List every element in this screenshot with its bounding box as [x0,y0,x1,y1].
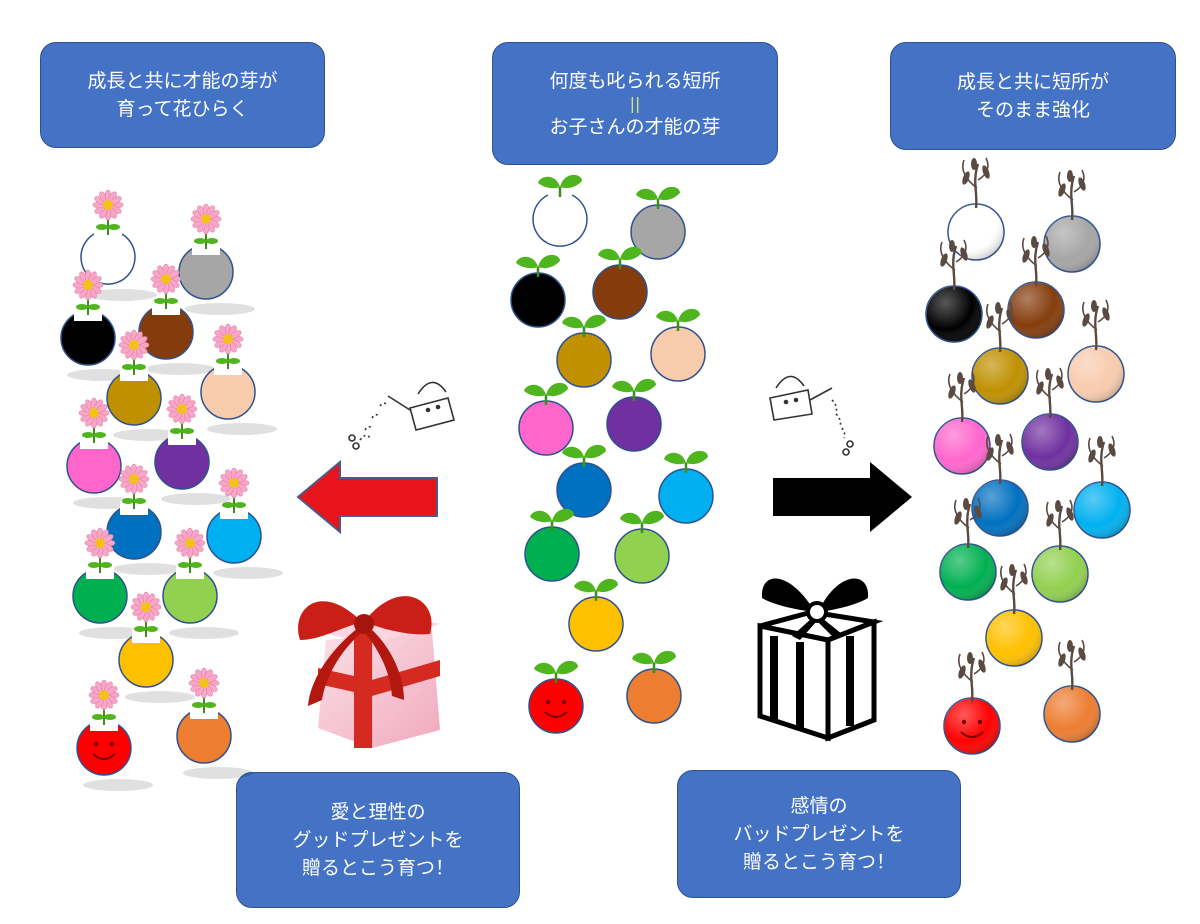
box-growth-talent-line2: 育って花ひらく [116,98,249,120]
box-growth-talent: 成長と共に才能の芽が 育って花ひらく [40,42,325,148]
box-growth-shortcoming-line1: 成長と共に短所が [956,71,1109,93]
box-bad-present: 感情の バッドプレゼントを 贈るとこう育つ！ [677,770,961,898]
box-good-present: 愛と理性の グッドプレゼントを 贈るとこう育つ！ [236,772,520,908]
pot-left-10 [206,467,283,579]
pot-right-14 [943,651,1001,755]
pot-right-13 [985,563,1043,667]
pot-right-15 [1043,639,1101,743]
pot-right-11 [939,497,997,601]
pot-left-4 [138,263,215,375]
pot-center-5 [556,314,612,388]
pot-right-8 [1021,367,1079,471]
right-arrow-icon [773,462,912,532]
box-bad-present-line3: 贈るとこう育つ！ [742,851,895,873]
pot-left-15 [176,667,253,779]
pot-left-3 [60,269,137,381]
box-shortcoming-talent: 何度も叱られる短所 || お子さんの才能の芽 [492,42,778,165]
watering-can-right-icon [769,375,854,456]
pot-right-9 [971,433,1029,537]
pot-left-9 [106,463,183,575]
gift-box-bad-icon [757,578,884,742]
box-growth-shortcoming-line2: そのまま強化 [975,99,1090,121]
box-growth-shortcoming: 成長と共に短所が そのまま強化 [890,42,1176,150]
pot-right-3 [925,239,983,343]
box-growth-talent-line1: 成長と共に才能の芽が [87,70,278,92]
pot-left-11 [72,527,149,639]
pot-right-6 [1067,299,1125,403]
pot-left-5 [106,329,183,441]
pot-right-10 [1073,435,1131,539]
pot-center-1 [532,174,588,247]
box-shortcoming-line1: 何度も叱られる短所 [549,69,721,92]
pot-right-12 [1031,499,1089,603]
pot-center-13 [568,578,624,652]
watering-can-left-icon [348,381,455,450]
pot-left-8 [154,393,231,505]
pot-left-13 [118,591,195,703]
left-arrow-icon [296,459,438,535]
pot-left-14 [76,679,153,791]
box-good-present-line2: グッドプレゼントを [292,829,464,851]
pot-center-11 [524,508,580,582]
box-good-present-line3: 贈るとこう育つ！ [301,857,454,879]
pot-right-2 [1043,169,1101,273]
pot-center-2 [630,186,686,260]
pot-center-3 [510,254,566,328]
pot-center-10 [658,450,714,524]
pot-center-8 [606,378,662,452]
pot-center-7 [518,382,574,456]
wilted-pots-group [925,157,1131,755]
pot-center-15 [626,650,682,724]
pot-right-4 [1007,235,1065,339]
pot-left-2 [178,203,255,315]
box-good-present-line1: 愛と理性の [330,801,426,823]
pot-center-12 [614,510,670,584]
pot-right-5 [971,301,1029,405]
flowering-pots-group [60,189,283,791]
pot-center-9 [556,444,612,518]
pot-center-14 [528,660,584,734]
box-shortcoming-line2: お子さんの才能の芽 [549,115,721,138]
pot-right-1 [947,157,1005,261]
pot-center-6 [650,308,706,382]
box-bad-present-line1: 感情の [790,795,848,817]
sprout-pots-group [510,174,714,734]
pot-left-12 [162,527,239,639]
pot-center-4 [592,246,648,320]
pot-right-7 [933,371,991,475]
box-bad-present-line2: バッドプレゼントを [733,823,905,845]
pot-left-6 [200,323,277,435]
gift-box-good-icon [298,596,440,748]
equals-sign: || [629,93,641,113]
